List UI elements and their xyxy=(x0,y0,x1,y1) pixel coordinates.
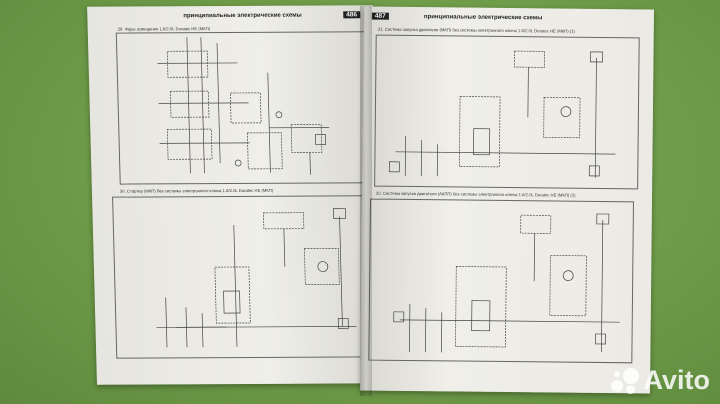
right-page-number: 487 xyxy=(371,12,389,20)
left-top-caption: 29. Фары освещения 1.6/2.0L Duratec HE (… xyxy=(117,26,211,32)
wiring-diagram-bottom-right xyxy=(368,198,634,364)
right-bottom-caption: 32. Система запуска двигателя (АКПП) без… xyxy=(376,190,576,198)
book-spine xyxy=(360,6,372,396)
right-top-caption: 31. Система запуска двигателя (МКП) без … xyxy=(377,26,576,34)
circuit-lines xyxy=(388,50,616,178)
open-book: принципиальные электрические схемы 486 2… xyxy=(87,5,655,398)
right-running-head: принципиальные электрические схемы xyxy=(423,14,543,22)
left-running-head: принципиальные электрические схемы xyxy=(183,12,302,20)
circuit-lines xyxy=(393,213,620,353)
wiring-diagram-bottom-left xyxy=(112,195,373,359)
circuit-lines xyxy=(156,208,357,348)
avito-watermark: Avito xyxy=(610,365,711,396)
wiring-diagram-top-left xyxy=(115,31,374,185)
left-bottom-caption: 30. Стартер (МКП) без системы электронно… xyxy=(119,187,274,194)
right-page: 487 принципиальные электрические схемы 3… xyxy=(359,6,655,394)
avito-logo-icon xyxy=(610,367,641,394)
left-page-number: 486 xyxy=(343,11,361,19)
left-page: принципиальные электрические схемы 486 2… xyxy=(87,5,383,385)
wiring-diagram-top-right xyxy=(374,34,640,190)
circuit-lines xyxy=(157,37,330,175)
avito-watermark-text: Avito xyxy=(643,365,711,395)
